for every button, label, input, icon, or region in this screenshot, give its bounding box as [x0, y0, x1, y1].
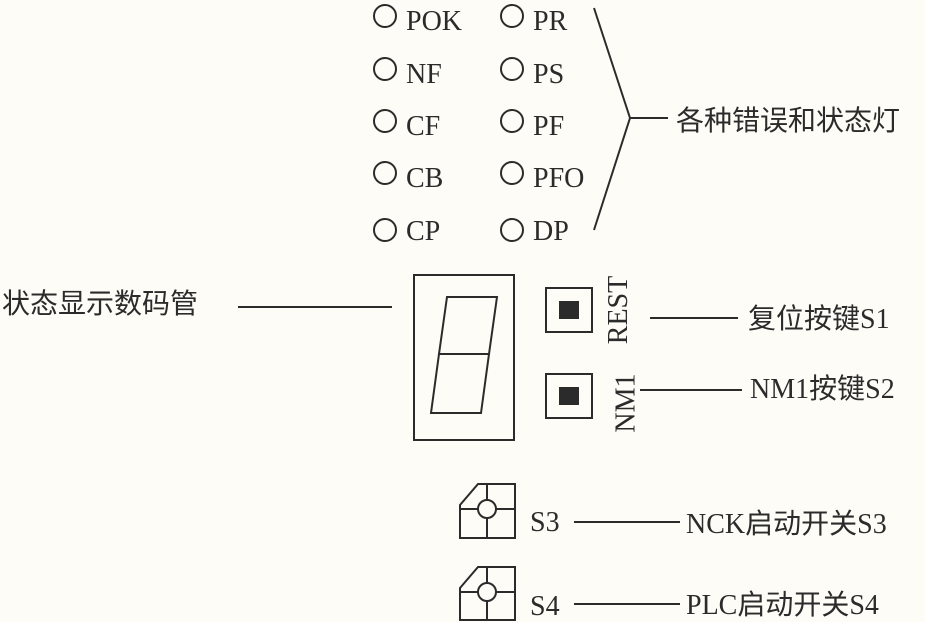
status-lights-label: 各种错误和状态灯 [676, 106, 901, 137]
nm1-button-core[interactable] [559, 387, 579, 405]
led-pf-circle [500, 109, 524, 133]
led-label-ps: PS [533, 59, 565, 90]
led-label-pf: PF [533, 111, 565, 142]
status-lights-brace [593, 7, 668, 231]
led-label-cp: CP [406, 216, 441, 247]
led-cf-circle [373, 109, 397, 133]
s3-switch-body[interactable] [459, 483, 516, 539]
reset-button-label: 复位按键S1 [748, 304, 890, 335]
led-label-nf: NF [406, 59, 442, 90]
led-label-cf: CF [406, 111, 441, 142]
led-ps-circle [500, 57, 524, 81]
seven-segment-lower-digit [429, 353, 491, 414]
led-column-left [373, 4, 397, 242]
seven-segment-display [413, 274, 515, 441]
seven-segment-label: 状态显示数码管 [2, 289, 199, 320]
s3-switch-knob[interactable] [477, 499, 497, 519]
s4-switch-text: S4 [530, 591, 560, 622]
nm1-button[interactable] [545, 373, 593, 419]
led-label-dp: DP [533, 216, 569, 247]
led-cb-circle [373, 161, 397, 185]
s4-switch-label: PLC启动开关S4 [686, 590, 879, 621]
led-label-pfo: PFO [533, 163, 585, 194]
nm1-button-text: NM1 [610, 373, 642, 433]
nm1-button-label: NM1按键S2 [750, 374, 895, 405]
reset-button-text: REST [603, 275, 635, 345]
led-cp-circle [373, 218, 397, 242]
led-pr-circle [500, 4, 524, 28]
s3-switch-text: S3 [530, 507, 560, 538]
s3-switch-label: NCK启动开关S3 [686, 509, 887, 540]
led-pok-circle [373, 4, 397, 28]
s4-switch-body[interactable] [459, 566, 516, 621]
led-label-pr: PR [533, 6, 568, 37]
reset-button[interactable] [545, 287, 593, 333]
s4-switch-knob[interactable] [477, 582, 497, 602]
led-dp-circle [500, 218, 524, 242]
s4-switch[interactable] [459, 566, 516, 621]
seven-segment-frame [413, 274, 515, 441]
led-nf-circle [373, 57, 397, 81]
reset-button-frame[interactable] [545, 287, 593, 333]
s3-switch[interactable] [459, 483, 516, 539]
led-pfo-circle [500, 161, 524, 185]
led-label-cb: CB [406, 163, 444, 194]
seven-segment-upper-digit [437, 296, 499, 355]
led-column-right [500, 4, 524, 242]
led-label-pok: POK [406, 6, 463, 37]
reset-button-core[interactable] [559, 301, 579, 319]
nm1-button-frame[interactable] [545, 373, 593, 419]
